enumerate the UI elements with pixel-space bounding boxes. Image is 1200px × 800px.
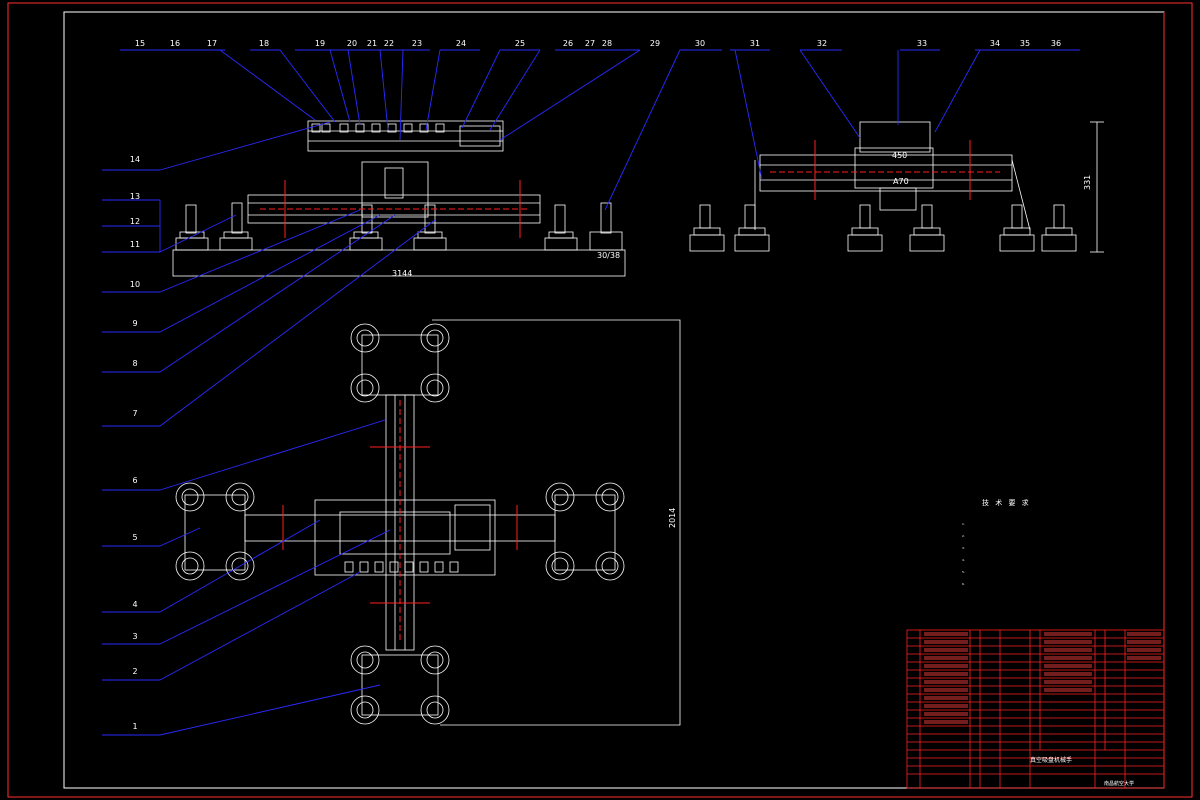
note-line-4: 4. — [962, 558, 965, 562]
balloon-27: 27 — [585, 39, 595, 48]
balloon-2: 2 — [132, 667, 137, 676]
balloon-14: 14 — [130, 155, 140, 164]
balloon-12: 12 — [130, 217, 140, 226]
note-line-2: 2. — [962, 534, 965, 538]
balloon-4: 4 — [132, 600, 137, 609]
note-line-6: 6. — [962, 582, 965, 586]
balloon-13: 13 — [130, 192, 140, 201]
balloon-24: 24 — [456, 39, 466, 48]
leader-lines — [102, 49, 1080, 736]
title-block-school: 南昌航空大学 — [1104, 781, 1135, 787]
inner-border — [63, 11, 1165, 789]
balloon-17: 17 — [207, 39, 217, 48]
note-line-1: 1. — [962, 522, 965, 526]
side-view — [689, 121, 1104, 253]
balloon-29: 29 — [650, 39, 660, 48]
balloon-20: 20 — [347, 39, 357, 48]
dim-front-width: 3144 — [392, 269, 412, 278]
balloon-19: 19 — [315, 39, 325, 48]
tech-requirements-notes: 1. 2. 3. 4. 5. 6. — [962, 518, 1132, 590]
balloons-left: 14 13 12 11 10 9 8 7 6 5 4 3 2 1 — [130, 155, 140, 731]
balloon-26: 26 — [563, 39, 573, 48]
balloon-8: 8 — [132, 359, 137, 368]
outer-border — [7, 2, 1193, 798]
balloon-5: 5 — [132, 533, 137, 542]
balloon-1: 1 — [132, 722, 137, 731]
balloon-31: 31 — [750, 39, 760, 48]
balloon-21: 21 — [367, 39, 377, 48]
dim-front-detail: 30/38 — [597, 251, 620, 260]
balloon-28: 28 — [602, 39, 612, 48]
balloon-9: 9 — [132, 319, 137, 328]
balloon-10: 10 — [130, 280, 140, 289]
balloon-35: 35 — [1020, 39, 1030, 48]
dim-side-b: A70 — [893, 177, 909, 186]
plan-view — [175, 319, 681, 726]
balloon-32: 32 — [817, 39, 827, 48]
balloon-16: 16 — [170, 39, 180, 48]
balloon-23: 23 — [412, 39, 422, 48]
balloon-22: 22 — [384, 39, 394, 48]
dim-plan-height: 2014 — [668, 508, 677, 528]
balloons-top: 15 16 17 18 19 20 21 22 23 24 25 26 27 28 29 30 31 32 33 34… — [135, 39, 1061, 48]
balloon-34: 34 — [990, 39, 1000, 48]
title-block-drawing-name: 真空吸盘机械手 — [1030, 757, 1073, 764]
balloon-7: 7 — [132, 409, 137, 418]
balloon-15: 15 — [135, 39, 145, 48]
dim-side-a: 450 — [892, 151, 907, 160]
title-block-table — [906, 629, 1165, 789]
front-view — [172, 120, 626, 277]
balloon-6: 6 — [132, 476, 137, 485]
balloon-25: 25 — [515, 39, 525, 48]
title-block-text-fill — [924, 632, 1161, 724]
balloon-36: 36 — [1051, 39, 1061, 48]
note-line-5: 5. — [962, 570, 965, 574]
balloon-3: 3 — [132, 632, 137, 641]
balloon-11: 11 — [130, 240, 140, 249]
tech-requirements-title: 技 术 要 求 — [982, 499, 1031, 507]
balloon-18: 18 — [259, 39, 269, 48]
dim-side-height: 331 — [1083, 175, 1092, 190]
balloon-33: 33 — [917, 39, 927, 48]
note-line-3: 3. — [962, 546, 965, 550]
balloon-30: 30 — [695, 39, 705, 48]
